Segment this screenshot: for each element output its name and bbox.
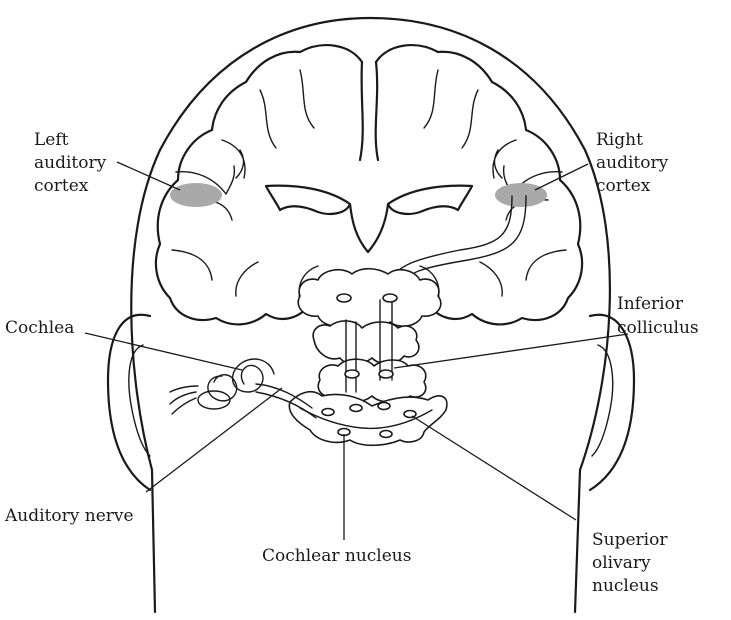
leader-inferior-colliculus: [394, 334, 628, 368]
midbrain-level: [298, 269, 441, 330]
label-right-auditory-cortex: Right auditory cortex: [596, 130, 674, 196]
ventricles: [266, 186, 472, 252]
label-cochlea: Cochlea: [5, 318, 74, 338]
longitudinal-fissure: [360, 62, 378, 160]
olivary-nucleus-2: [350, 405, 362, 412]
inferior-colliculus-level: [313, 321, 419, 364]
medulla-level: [289, 392, 447, 446]
leader-left-cortex: [117, 162, 180, 190]
olivary-nucleus-3: [378, 403, 390, 410]
label-superior-olivary-nucleus: Superior olivary nucleus: [592, 530, 673, 596]
label-left-auditory-cortex: Left auditory cortex: [34, 130, 112, 196]
label-auditory-nerve: Auditory nerve: [4, 506, 134, 526]
colliculus-nucleus-right: [383, 294, 397, 302]
label-cochlear-nucleus: Cochlear nucleus: [262, 546, 411, 566]
inferior-colliculus-right: [379, 370, 393, 378]
left-auditory-cortex-area: [170, 183, 222, 207]
label-inferior-colliculus: Inferior colliculus: [617, 294, 699, 338]
leader-auditory-nerve: [146, 388, 282, 492]
right-auditory-cortex-area: [495, 183, 547, 207]
cochlear-nucleus-right: [380, 431, 392, 438]
right-ear-inner: [592, 345, 613, 456]
colliculus-nucleus-left: [337, 294, 351, 302]
left-ear-inner: [129, 345, 150, 456]
olivary-nucleus-4: [404, 411, 416, 418]
inferior-colliculus-left: [345, 370, 359, 378]
leader-right-cortex: [535, 164, 588, 190]
olivary-nucleus-1: [322, 409, 334, 416]
leader-superior-olivary: [412, 416, 576, 520]
left-ear: [108, 315, 150, 490]
